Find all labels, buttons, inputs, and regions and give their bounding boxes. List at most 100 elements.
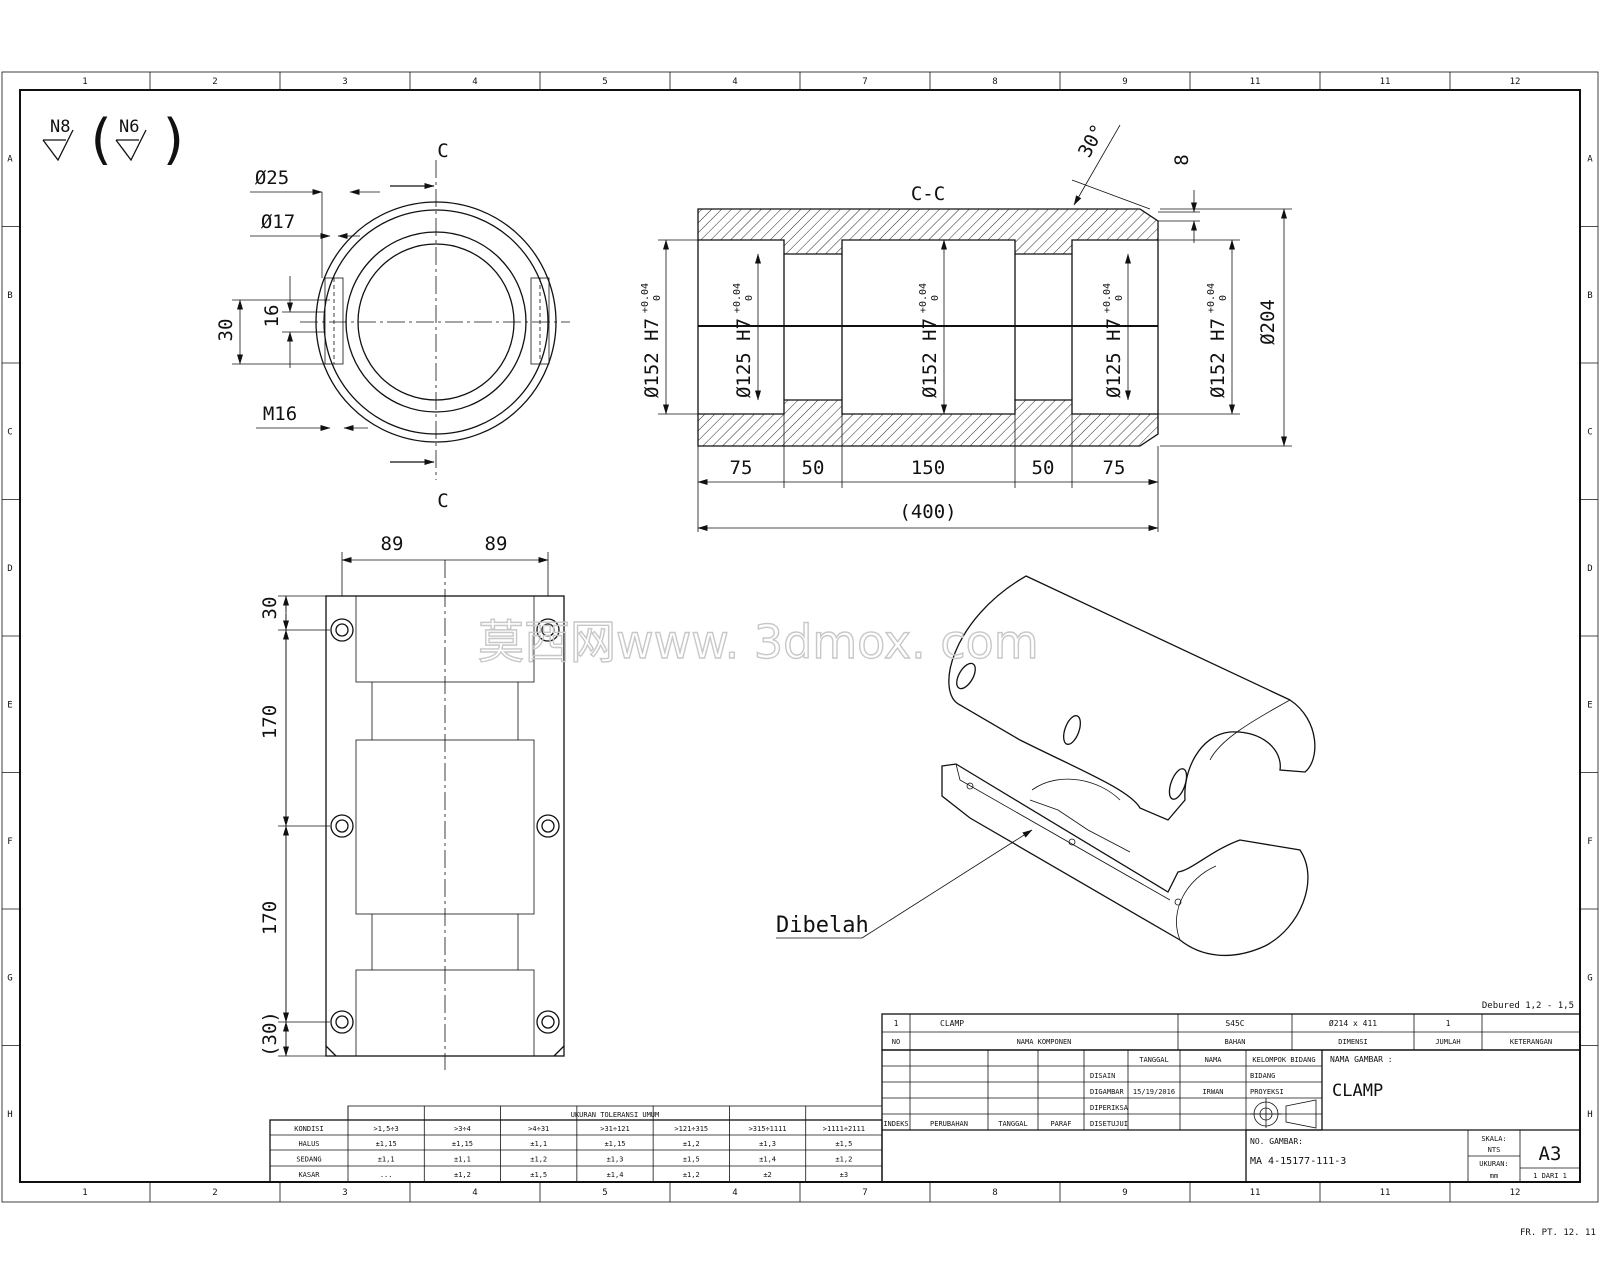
height-3: 170: [259, 901, 281, 935]
tol-cell: ±1,1: [378, 1156, 395, 1164]
svg-text:mm: mm: [1490, 1172, 1498, 1180]
tol-cell: ±3: [840, 1171, 848, 1179]
zone-top-7: 7: [862, 77, 867, 87]
height-1: 30: [259, 597, 281, 620]
zone-right-D: D: [1587, 564, 1592, 574]
svg-text:DIGAMBAR: DIGAMBAR: [1090, 1088, 1125, 1096]
svg-text:+0.04: +0.04: [732, 283, 743, 313]
angle-label: 30°: [1074, 121, 1110, 162]
svg-text:IRWAN: IRWAN: [1202, 1088, 1223, 1096]
section-marker-bottom: C: [437, 490, 448, 512]
tol-cell: ±1,2: [530, 1156, 547, 1164]
svg-text:NO: NO: [892, 1038, 900, 1046]
tol-cell: ±1,5: [530, 1171, 547, 1179]
svg-text:KELOMPOK BIDANG: KELOMPOK BIDANG: [1252, 1056, 1315, 1064]
svg-text:0: 0: [1218, 295, 1229, 301]
tol-cell: ±1,2: [683, 1140, 700, 1148]
watermark: 莫西网www. 3dmox. com: [478, 615, 1039, 669]
tol-cell: ±1,15: [604, 1140, 625, 1148]
bore-label-4: Ø125 H7 +0.04 0: [1102, 283, 1125, 398]
tol-range-3: >4÷31: [528, 1125, 549, 1133]
zone-top-1: 1: [82, 77, 87, 87]
zone-left-A: A: [7, 154, 13, 164]
svg-text:DIPERIKSA: DIPERIKSA: [1090, 1104, 1129, 1112]
bore-label-1: Ø152 H7 +0.04 0: [640, 283, 663, 398]
tol-cell: ±1,4: [759, 1156, 776, 1164]
length-2: 50: [802, 457, 825, 479]
dim-30: 30: [215, 319, 237, 342]
zone-right-B: B: [1587, 291, 1592, 301]
svg-text:DISAIN: DISAIN: [1090, 1072, 1115, 1080]
width-right: 89: [485, 533, 508, 555]
svg-text:Ø214 x 411: Ø214 x 411: [1329, 1018, 1377, 1028]
zone-top-2: 2: [212, 77, 217, 87]
zone-bottom-8: 8: [992, 1188, 997, 1198]
zone-right-C: C: [1587, 427, 1592, 437]
revision-code: FR. PT. 12. 11: [1520, 1228, 1596, 1238]
zone-right-H: H: [1587, 1110, 1592, 1120]
deburred-note: Debured 1,2 - 1,5: [1482, 1001, 1574, 1011]
tol-cell: ±1,1: [454, 1156, 471, 1164]
svg-text:UKURAN TOLERANSI UMUM: UKURAN TOLERANSI UMUM: [571, 1111, 660, 1119]
tol-cell: ±1,5: [683, 1156, 700, 1164]
zone-right-F: F: [1587, 837, 1592, 847]
zone-bottom-2: 2: [212, 1188, 217, 1198]
tol-cell: ±1,1: [530, 1140, 547, 1148]
title-block: TANGGAL NAMA KELOMPOK BIDANG DISAIN DIGA…: [881, 1049, 1581, 1183]
zone-left-D: D: [7, 564, 12, 574]
zone-left-E: E: [7, 700, 12, 710]
zone-right-A: A: [1587, 154, 1593, 164]
bolt-holes: [330, 618, 560, 1034]
svg-text:NAMA GAMBAR :: NAMA GAMBAR :: [1330, 1055, 1393, 1064]
svg-text:PROYEKSI: PROYEKSI: [1250, 1088, 1284, 1096]
overall-length: (400): [899, 501, 956, 523]
svg-text:Ø125 H7: Ø125 H7: [1103, 318, 1125, 398]
tol-cell: ±1,2: [454, 1171, 471, 1179]
svg-text:KETERANGAN: KETERANGAN: [1510, 1038, 1552, 1046]
tol-range-4: >31÷121: [600, 1125, 630, 1133]
zone-top-4: 4: [472, 77, 477, 87]
isometric-view: Dibelah: [776, 575, 1316, 957]
height-2: 170: [259, 705, 281, 739]
svg-text:+0.04: +0.04: [1102, 283, 1113, 313]
bore-label-3: Ø152 H7 +0.04 0: [918, 283, 941, 398]
svg-text:CLAMP: CLAMP: [940, 1019, 964, 1028]
svg-text:PERUBAHAN: PERUBAHAN: [930, 1120, 968, 1128]
tol-range-2: >3÷4: [454, 1125, 471, 1133]
zone-left-G: G: [7, 973, 12, 983]
svg-text:+0.04: +0.04: [1206, 283, 1217, 313]
svg-text:Ø125 H7: Ø125 H7: [733, 318, 755, 398]
svg-text:NTS: NTS: [1488, 1146, 1501, 1154]
bom-table: 1 CLAMP S45C Ø214 x 411 1 NO NAMA KOMPON…: [881, 1013, 1581, 1051]
svg-text:Ø152 H7: Ø152 H7: [641, 318, 663, 398]
length-4: 50: [1032, 457, 1055, 479]
section-title: C-C: [911, 183, 945, 205]
zone-top-9: 9: [1122, 77, 1127, 87]
zone-left-F: F: [7, 837, 12, 847]
tol-cell: ±1,3: [759, 1140, 776, 1148]
zone-bottom-12: 12: [1510, 1188, 1521, 1198]
svg-text:UKURAN:: UKURAN:: [1479, 1160, 1509, 1168]
top-view: 89 89 30 170 170 (30): [259, 533, 565, 1070]
bore-label-5: Ø152 H7 +0.04 0: [1206, 283, 1229, 398]
section-view: C-C 30° 8 Ø204: [640, 121, 1292, 532]
dim-16: 16: [261, 305, 283, 328]
zone-left-H: H: [7, 1110, 12, 1120]
zone-bottom-1: 1: [82, 1188, 87, 1198]
svg-text:KONDISI: KONDISI: [294, 1125, 324, 1133]
svg-text:DIMENSI: DIMENSI: [1338, 1038, 1368, 1046]
zone-bottom-7: 7: [862, 1188, 867, 1198]
svg-text:0: 0: [930, 295, 941, 301]
zone-top-11: 11: [1380, 77, 1391, 87]
surface-finish-symbols: N8 ( N6 ): [42, 108, 191, 171]
svg-text:BAHAN: BAHAN: [1224, 1038, 1245, 1046]
svg-text:NAMA KOMPONEN: NAMA KOMPONEN: [1017, 1038, 1072, 1046]
svg-text:NAMA: NAMA: [1205, 1056, 1223, 1064]
svg-text:SKALA:: SKALA:: [1481, 1135, 1506, 1143]
svg-text:0: 0: [652, 295, 663, 301]
tol-row-label-1: HALUS: [298, 1140, 319, 1148]
zone-right-G: G: [1587, 973, 1592, 983]
dim-m16: M16: [263, 403, 297, 425]
